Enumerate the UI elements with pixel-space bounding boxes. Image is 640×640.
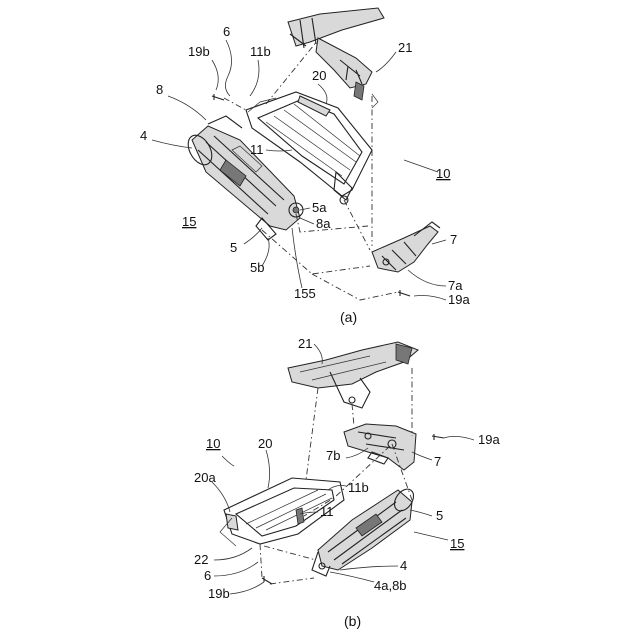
label-11b-b: 11b [348,480,369,495]
label-6-b: 6 [204,568,211,583]
figure-a: 6 19b 11b 21 8 20 4 11 10 5a 8a 15 7 5 5… [140,8,470,325]
label-10-b: 10 [206,436,220,451]
bracket-21-b [288,342,418,408]
motor-unit-4-a [183,116,303,240]
label-6-a: 6 [223,24,230,39]
label-4a8b-b: 4a,8b [374,578,407,593]
label-5-a: 5 [230,240,237,255]
label-155-a: 155 [294,286,316,301]
label-7-a: 7 [450,232,457,247]
label-10-a: 10 [436,166,450,181]
label-11-a: 11 [250,142,264,157]
screw-19a-b [432,434,444,440]
label-19a-a: 19a [448,292,470,307]
caption-a: (a) [340,309,357,325]
label-8a-a: 8a [316,216,331,231]
label-15-a: 15 [182,214,196,229]
label-4-a: 4 [140,128,147,143]
label-11b-a: 11b [250,44,271,59]
label-8-a: 8 [156,82,163,97]
bracket-7-b [344,424,416,470]
label-7b-b: 7b [326,448,340,463]
label-19a-b: 19a [478,432,500,447]
label-15-b: 15 [450,536,464,551]
label-20-a: 20 [312,68,326,83]
screw-19a-a [398,290,410,296]
label-21-a: 21 [398,40,412,55]
label-11-b: 11 [320,504,334,519]
label-22-b: 22 [194,552,208,567]
label-4-b: 4 [400,558,407,573]
label-19b-b: 19b [208,586,230,601]
label-7-b: 7 [434,454,441,469]
figure-b: 21 19a 10 20 7b 7 20a 11b 11 5 15 22 6 4… [194,336,500,629]
bracket-7-a [372,222,440,272]
label-21-b: 21 [298,336,312,351]
screw-19b-a [212,94,224,100]
label-20-b: 20 [258,436,272,451]
label-5-b: 5 [436,508,443,523]
label-20a-b: 20a [194,470,216,485]
label-5b-a: 5b [250,260,264,275]
caption-b: (b) [344,613,361,629]
label-5a-a: 5a [312,200,327,215]
bracket-21-a [288,8,384,108]
label-7a-a: 7a [448,278,463,293]
label-19b-a: 19b [188,44,210,59]
